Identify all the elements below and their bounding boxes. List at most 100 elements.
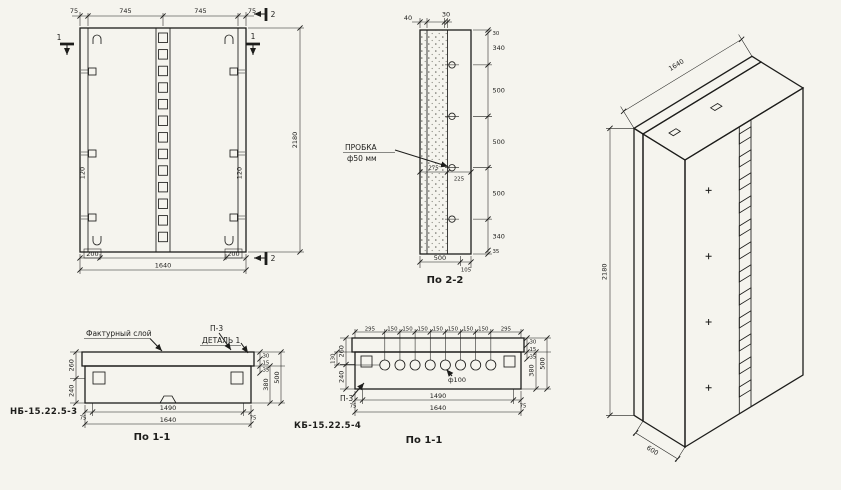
iso-extension-lines — [606, 34, 753, 463]
dim-box-200-left — [83, 248, 102, 259]
dim-bottom-500: 500 — [434, 254, 446, 262]
facing-layer-section — [351, 337, 525, 353]
s1r-extension-lines — [334, 329, 551, 416]
s1l-dimension-lines — [75, 352, 282, 425]
section-2-2-view: 40 30 30 340 500 500 500 340 35 275 225 … — [343, 11, 505, 286]
end-void-right — [503, 355, 516, 368]
iso-dim-2180: 2180 — [601, 264, 609, 281]
dim-top-150: 150 — [402, 327, 413, 333]
iso-dimension-lines — [609, 39, 742, 460]
detail1-leader — [240, 342, 249, 354]
p3-label: П-3 — [340, 394, 353, 403]
p3-label: П-3 — [210, 324, 223, 333]
dim-left-260: 260 — [68, 359, 76, 371]
section-1-1-left-title: По 1-1 — [134, 432, 171, 443]
dim-bottom-75-left: 75 — [350, 404, 357, 410]
groove-ladder-rungs — [738, 126, 752, 398]
s1r-dimension-lines — [336, 331, 548, 413]
dim-mid-225: 225 — [454, 177, 464, 183]
front-elevation-view: 75 745 745 75 2180 200 200 1640 120 120 … — [57, 7, 304, 274]
dim-right-340a: 340 — [493, 44, 505, 52]
dim-right-500: 500 — [539, 357, 547, 369]
dim-top-150: 150 — [433, 327, 444, 333]
dim-right-500: 500 — [273, 371, 281, 383]
layer-boundaries — [426, 30, 448, 254]
block-body-section — [354, 351, 522, 390]
section-cut-marks — [60, 8, 268, 265]
front-dimension-lines — [72, 15, 301, 271]
panel-outline — [79, 27, 247, 253]
dim-bottom-1640: 1640 — [155, 262, 172, 270]
section-2-2-title: По 2-2 — [427, 275, 464, 286]
dim-right-35: 35 — [530, 355, 537, 361]
dim-bottom-200-right: 200 — [227, 250, 239, 258]
lifting-loop-recesses — [92, 34, 234, 246]
concrete-texture — [420, 30, 448, 254]
dim-left-240: 240 — [338, 371, 346, 383]
dim-bottom-1490: 1490 — [160, 404, 177, 412]
panel-edge-ribs — [87, 28, 239, 252]
dim-bottom-105: 105 — [461, 268, 471, 274]
dim-bottom-75-right: 75 — [520, 404, 527, 410]
section-1-1-right-title: По 1-1 — [406, 435, 443, 446]
dim-top-75-right: 75 — [248, 7, 256, 15]
block-front-face — [684, 86, 804, 449]
bottom-key-notch — [159, 395, 177, 404]
dim-mid-275: 275 — [428, 166, 438, 172]
dim-right-500c: 500 — [493, 190, 505, 198]
front-extension-lines — [79, 12, 304, 274]
dim-hook-120-right: 120 — [236, 167, 244, 179]
end-void-right — [230, 371, 244, 385]
detail1-label: ДЕТАЛЬ 1 — [202, 336, 240, 345]
mark-1-left: 1 — [57, 33, 62, 42]
top-notches — [668, 102, 723, 137]
dim-bottom-200-left: 200 — [86, 250, 98, 258]
dim-bottom-1640: 1640 — [160, 416, 177, 424]
block-code-kb: КБ-15.22.5-4 — [294, 421, 361, 431]
section-2-2-dimension-lines — [412, 21, 489, 263]
dim-left-240: 240 — [68, 385, 76, 397]
dim-30-top: 30 — [442, 11, 450, 19]
dim-right-15: 15 — [530, 347, 537, 353]
dim-height-2180: 2180 — [291, 132, 299, 149]
dim-bottom-1640: 1640 — [430, 404, 447, 412]
round-voids-f100 — [379, 359, 497, 371]
dim-top-150: 150 — [478, 327, 489, 333]
edge-anchor-details — [81, 67, 245, 222]
iso-dim-1640: 1640 — [667, 57, 685, 72]
isometric-view: 1640 2180 600 — [601, 34, 805, 463]
hole-leader — [446, 369, 454, 377]
plug-holes — [445, 61, 459, 223]
iso-dim-600: 600 — [645, 444, 660, 457]
block-code-nb: НБ-15.22.5-3 — [10, 407, 77, 417]
dim-top-745-right: 745 — [194, 7, 206, 15]
plug-label-line2: ф50 мм — [347, 154, 377, 163]
dim-right-380: 380 — [528, 364, 536, 376]
dim-40: 40 — [404, 14, 412, 22]
block-top-face — [641, 61, 805, 161]
facing-layer-top-edge — [632, 55, 763, 135]
dim-right-30: 30 — [263, 354, 270, 360]
dim-top-295-right: 295 — [501, 327, 511, 333]
panel-center-groove-ladder — [158, 32, 168, 243]
dim-top-150: 150 — [387, 327, 398, 333]
facing-leader — [149, 338, 163, 352]
mark-2-bottom: 2 — [271, 254, 276, 263]
dim-right-30: 30 — [493, 31, 500, 37]
facing-layer-section — [81, 351, 255, 367]
dim-right-500b: 500 — [493, 138, 505, 146]
dim-right-30: 30 — [530, 340, 537, 346]
section-2-2-outline — [419, 29, 472, 255]
facing-layer-label: Фактурный слой — [86, 329, 152, 338]
dim-bottom-75-right: 75 — [250, 416, 257, 422]
end-void-left — [92, 371, 106, 385]
dim-top-75-left: 75 — [70, 7, 78, 15]
plug-leader-arrow — [394, 149, 449, 168]
dim-right-500a: 500 — [493, 87, 505, 95]
dim-right-35: 35 — [493, 249, 500, 255]
dim-top-745-left: 745 — [119, 7, 131, 15]
dim-hook-120-left: 120 — [79, 167, 87, 179]
hole-diameter-label: ф100 — [448, 376, 466, 384]
